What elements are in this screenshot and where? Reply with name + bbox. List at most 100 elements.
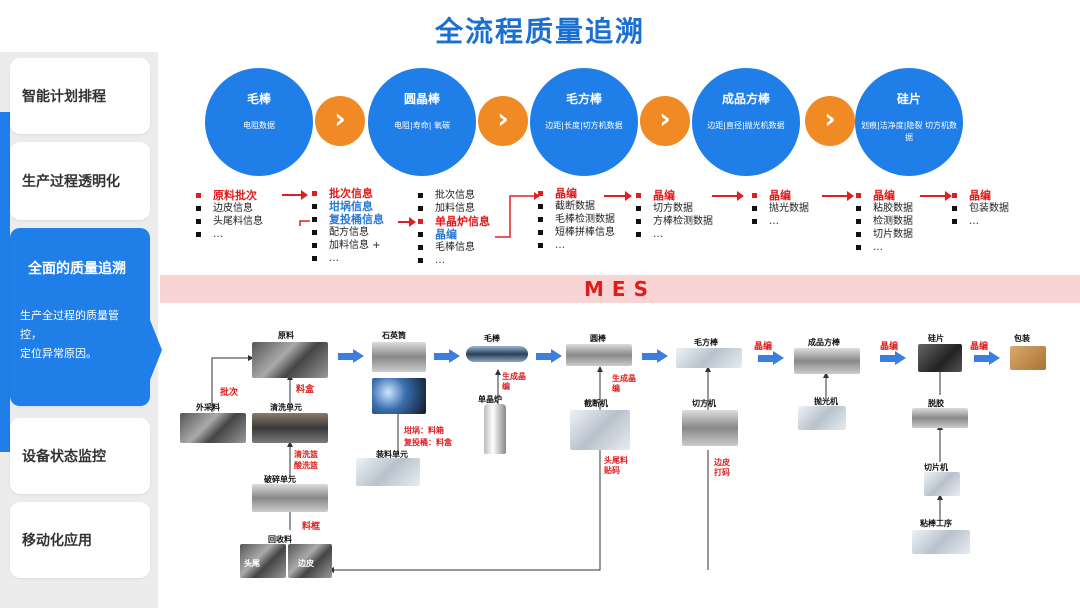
flow-label-zhuangliaodanyuan: 装料单元 <box>376 450 408 459</box>
flow-arrow <box>434 349 460 363</box>
info-item: 截断数据 <box>538 200 615 213</box>
red-arrow <box>398 217 416 227</box>
info-item: 晶编 <box>636 189 713 202</box>
flow-label-jieduanji: 截断机 <box>584 399 608 408</box>
red-label-shengchengjingbian: 生成晶编 <box>502 372 526 391</box>
info-item: 加料信息 <box>418 202 490 215</box>
info-item: 晶编 <box>952 189 1009 202</box>
red-label-liaokuang: 料框 <box>302 522 321 532</box>
rod-gluing-image <box>912 530 970 554</box>
sidebar-accent-bar <box>0 112 10 452</box>
red-arrow <box>712 191 744 201</box>
sidebar-item-quality-trace[interactable]: 全面的质量追溯 生产全过程的质量管控， 定位异常原因。 <box>10 228 150 406</box>
flow-arrow <box>536 349 562 363</box>
red-label-suanxilan: 酸洗篮 <box>294 461 318 470</box>
cutting-machine-image <box>570 410 630 450</box>
info-item: 批次信息 <box>418 189 490 202</box>
stage-chengpinfangbang: 成品方棒边距|直径|抛光机数据 <box>692 68 800 176</box>
info-item: 切方数据 <box>636 202 713 215</box>
flow-label-posuidanyuan: 破碎单元 <box>264 475 296 484</box>
flow-label-paoguangji: 抛光机 <box>814 397 838 406</box>
red-label-jingbian: 晶编 <box>880 342 899 352</box>
info-item: 抛光数据 <box>752 202 809 215</box>
info-item: … <box>636 228 713 241</box>
squaring-machine-image <box>682 410 738 446</box>
info-list-cutting: 晶编 截断数据 毛棒检测数据 短棒拼棒信息 … <box>538 187 615 252</box>
info-item: 晶编 <box>856 189 913 202</box>
degluing-image <box>912 408 968 428</box>
flow-arrow <box>880 351 906 365</box>
info-list-polish: 晶编 抛光数据 … <box>752 189 809 228</box>
square-rod-image <box>676 348 742 368</box>
stage-maobang: 毛棒电阻数据 <box>205 68 313 176</box>
stage-name: 硅片 <box>896 92 921 106</box>
flow-label-yuanbang: 圆棒 <box>590 334 606 343</box>
info-item: 坩埚信息 <box>312 200 384 213</box>
info-list-packaging: 晶编 包装数据 … <box>952 189 1009 228</box>
finished-rod-image <box>794 348 860 374</box>
flow-label-huishouliao: 回收料 <box>268 535 292 544</box>
info-item: 配方信息 <box>312 226 384 239</box>
info-item: 检测数据 <box>856 215 913 228</box>
info-item: 原料批次 <box>196 189 263 202</box>
stage-sub: 边距|长度|切方机数据 <box>545 121 623 130</box>
red-label-liaohe: 料盒 <box>296 385 315 395</box>
sidebar-item-desc: 定位异常原因。 <box>20 347 97 360</box>
info-item: … <box>952 215 1009 228</box>
flow-arrow <box>758 351 784 365</box>
purchased-material-image <box>180 413 246 443</box>
info-item: 包装数据 <box>952 202 1009 215</box>
info-item: … <box>538 239 615 252</box>
stage-yuanjingbang: 圆晶棒电阻|寿命| 氧碳 <box>368 68 476 176</box>
sidebar-item-transparency[interactable]: 生产过程透明化 <box>10 142 150 220</box>
red-arrow <box>822 191 854 201</box>
polishing-machine-image <box>798 406 846 430</box>
info-item: 毛棒信息 <box>418 241 490 254</box>
info-item: 复投桶信息 <box>312 213 384 226</box>
info-item: 加料信息 + <box>312 239 384 252</box>
slicing-machine-image <box>924 472 960 496</box>
page-title: 全流程质量追溯 <box>434 15 645 48</box>
info-item: 头尾料信息 <box>196 215 263 228</box>
info-item: 批次信息 <box>312 187 384 200</box>
red-label-bianpidama: 边皮打码 <box>714 458 730 477</box>
flow-label-danjinglu: 单晶炉 <box>478 395 502 404</box>
chevron-right-icon: › <box>805 96 855 146</box>
cleaning-unit-image <box>252 413 328 443</box>
info-item: 短棒拼棒信息 <box>538 226 615 239</box>
red-label-jingbian: 晶编 <box>754 342 773 352</box>
sidebar-item-equipment[interactable]: 设备状态监控 <box>10 418 150 494</box>
sidebar-item-scheduling[interactable]: 智能计划排程 <box>10 58 150 134</box>
info-item: 粘胶数据 <box>856 202 913 215</box>
flow-label-zhanbanggongxu: 粘棒工序 <box>920 519 952 528</box>
info-item: 毛棒检测数据 <box>538 213 615 226</box>
chevron-right-icon: › <box>640 96 690 146</box>
stage-name: 圆晶棒 <box>403 92 440 106</box>
raw-material-image <box>252 342 328 378</box>
info-item: … <box>418 254 490 267</box>
info-list-furnace: 批次信息 加料信息 单晶炉信息 晶编 毛棒信息 … <box>418 189 490 267</box>
info-item: … <box>312 252 384 265</box>
info-list-batch: 批次信息 坩埚信息 复投桶信息 配方信息 加料信息 + … <box>312 187 384 265</box>
box-image <box>1010 346 1046 370</box>
flow-label-waicailiao: 外采料 <box>196 403 220 412</box>
flow-arrow <box>642 349 668 363</box>
flow-label-maofangbang: 毛方棒 <box>694 338 718 347</box>
flow-label-tuojiao: 脱胶 <box>928 399 944 408</box>
info-item: 晶编 <box>752 189 809 202</box>
red-arrow <box>282 190 308 200</box>
sidebar-item-label: 设备状态监控 <box>22 449 106 465</box>
sidebar-item-label: 移动化应用 <box>22 533 92 549</box>
stage-sub: 电阻数据 <box>243 121 275 130</box>
loading-unit-image <box>356 458 420 486</box>
quartz-tube-image <box>372 342 426 372</box>
flow-arrow <box>338 349 364 363</box>
mes-bar: MES <box>160 275 1080 303</box>
stage-name: 毛棒 <box>246 92 271 106</box>
red-arrow <box>920 191 952 201</box>
red-label-toweiliao: 头尾料贴码 <box>604 456 628 475</box>
sidebar-item-mobile[interactable]: 移动化应用 <box>10 502 150 578</box>
sidebar-item-label: 全面的质量追溯 <box>28 261 126 277</box>
